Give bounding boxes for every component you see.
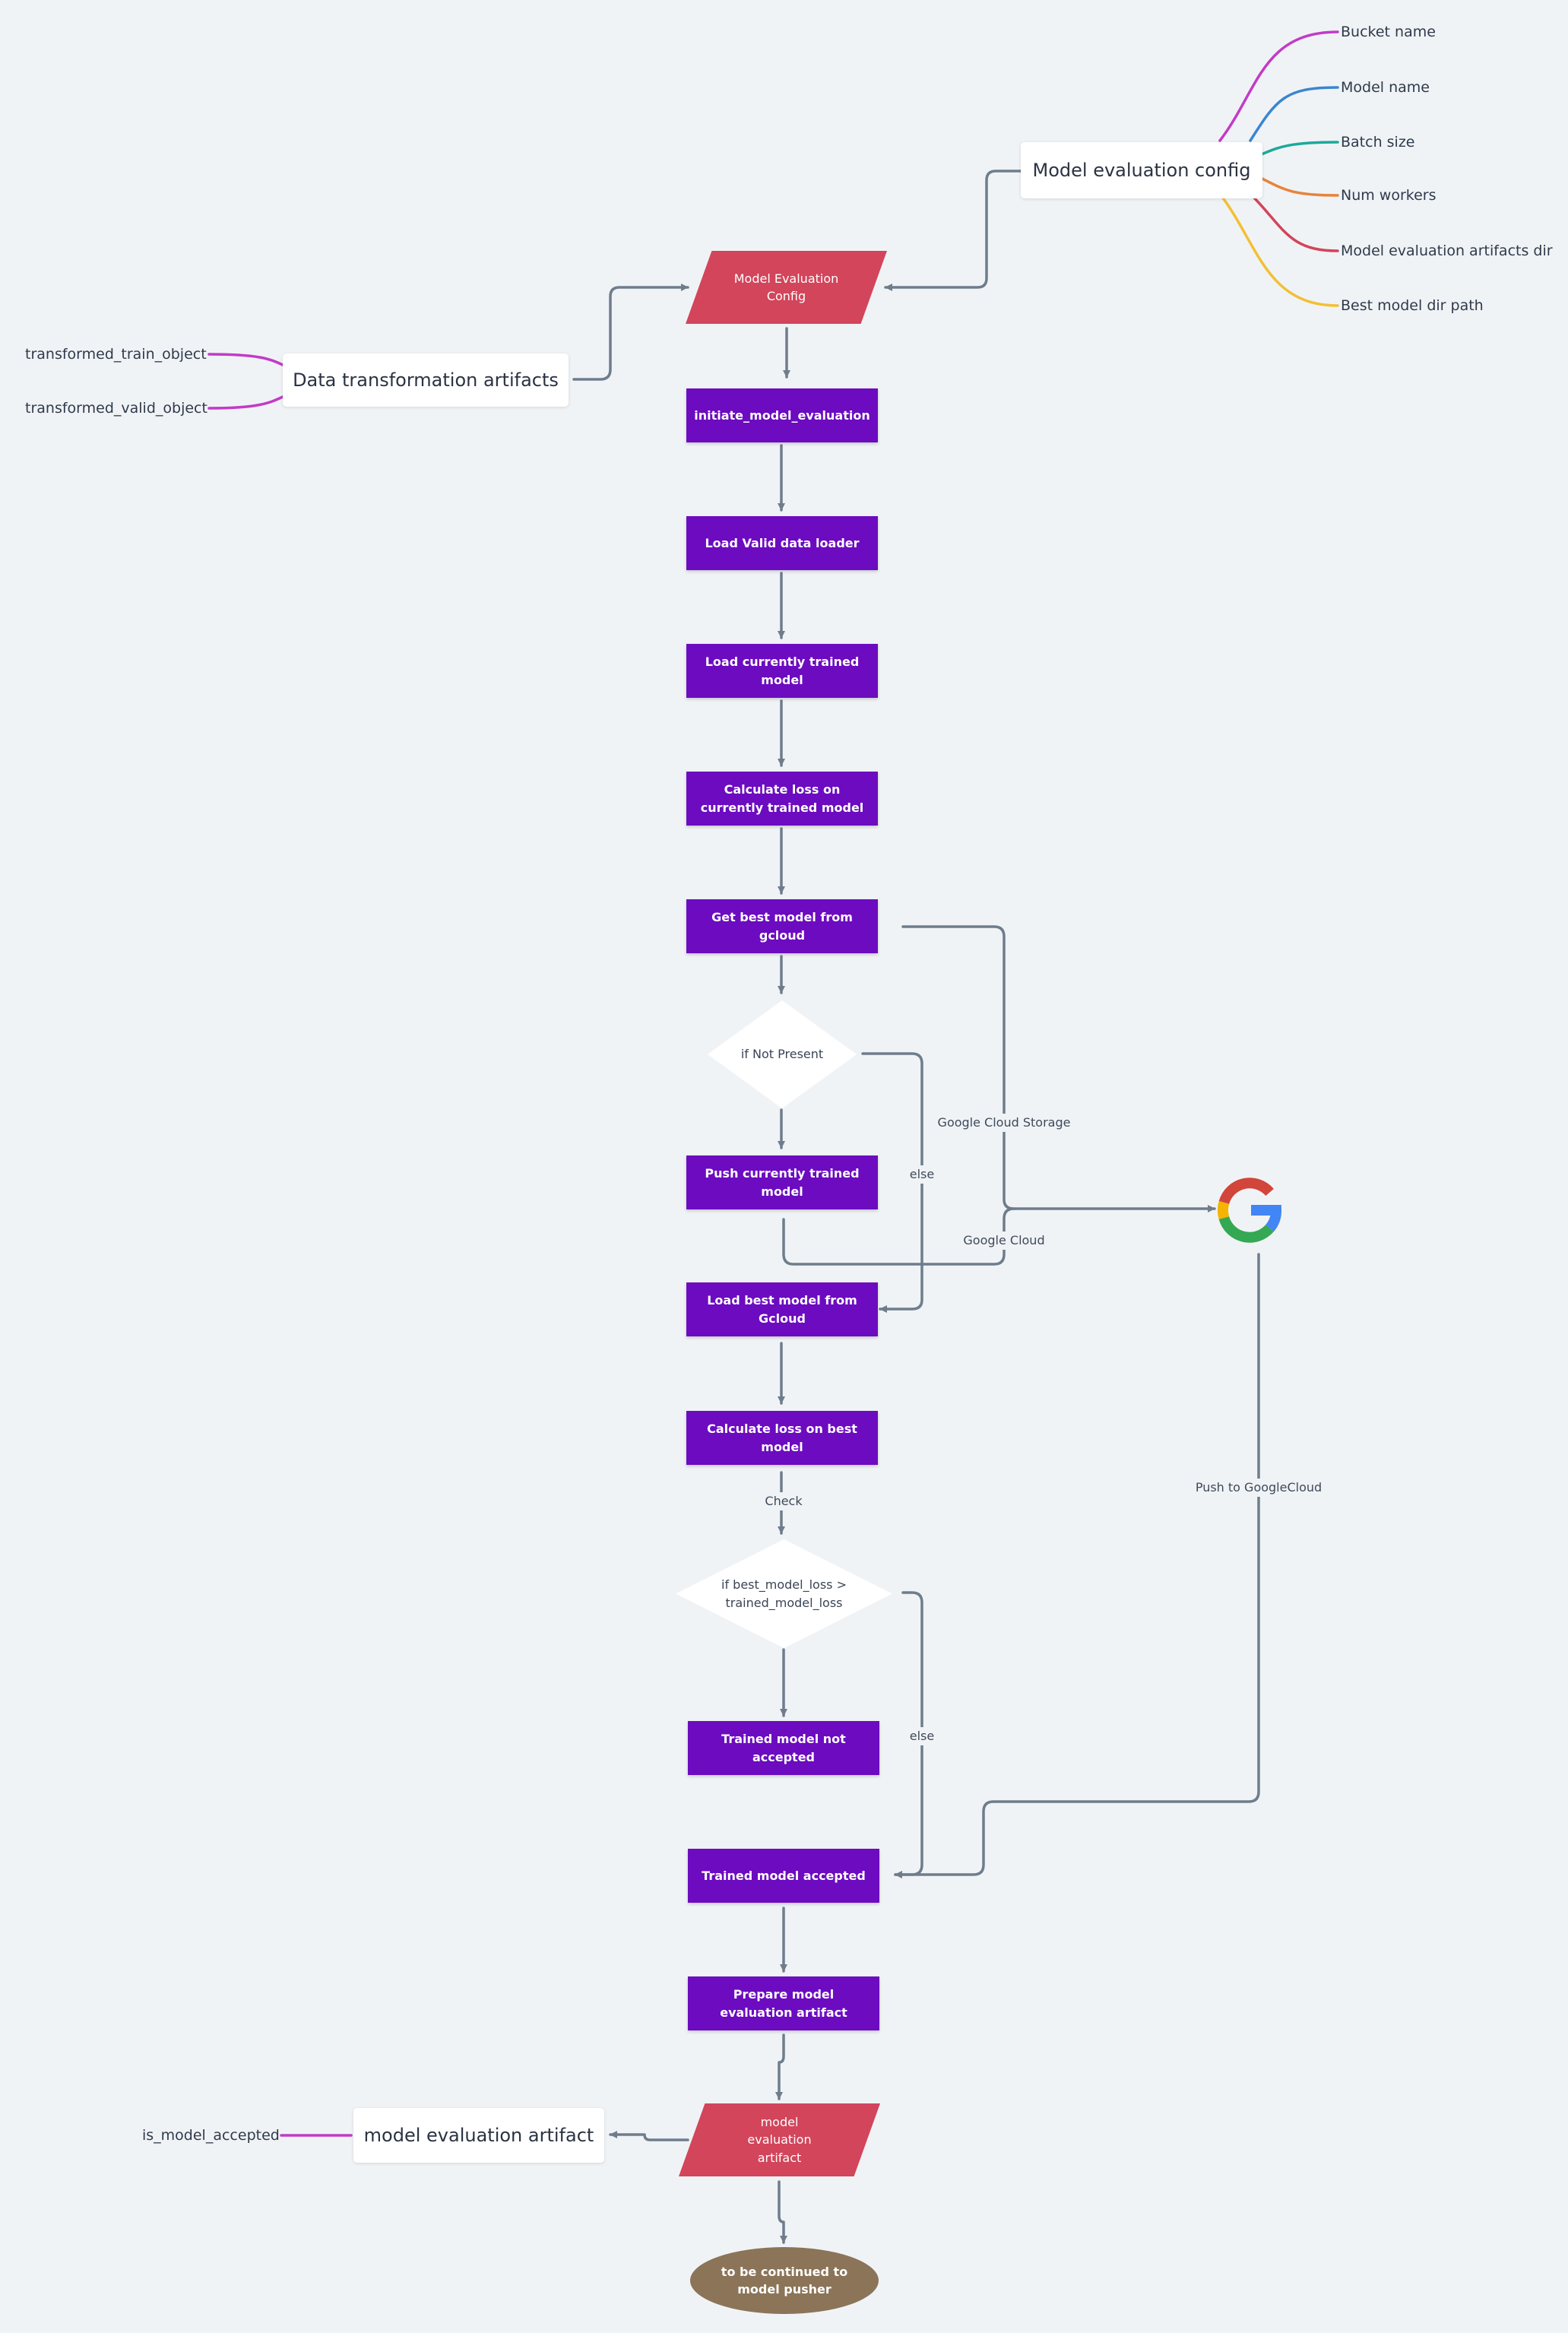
calculate-loss-best-node: Calculate loss on best model <box>686 1411 878 1465</box>
model-evaluation-artifact-node: model evaluation artifact <box>679 2103 880 2176</box>
edge-label-check: Check <box>762 1492 806 1510</box>
edge-transform-card-to-config <box>572 284 689 381</box>
config-item-num-workers: Num workers <box>1341 187 1437 204</box>
branch-valid-object <box>207 395 284 410</box>
branch-model-name <box>1249 86 1339 142</box>
branch-best-model-dir <box>1218 192 1339 307</box>
config-item-model-name: Model name <box>1341 79 1430 96</box>
connectors <box>572 170 1260 2244</box>
decision-label: if Not Present <box>740 1047 824 1061</box>
config-item-batch-size: Batch size <box>1341 134 1415 151</box>
io-shape <box>686 251 887 324</box>
data-transformation-artifacts-card: Data transformation artifacts <box>283 353 569 407</box>
branch-batch-size <box>1256 141 1339 157</box>
edge-artifact-to-card <box>609 2131 689 2141</box>
node-label: model evaluation artifact <box>747 2115 812 2165</box>
branch-num-workers <box>1256 175 1339 197</box>
edge-google-to-accepted <box>894 1253 1260 1878</box>
config-item-best-model-dir: Best model dir path <box>1341 297 1484 314</box>
edge-label-else-accepted: else <box>906 1727 938 1745</box>
edge-label-push-to-googlecloud: Push to GoogleCloud <box>1192 1479 1326 1497</box>
model-evaluation-artifact-card: model evaluation artifact <box>353 2108 604 2163</box>
prepare-artifact-node: Prepare model evaluation artifact <box>688 1976 879 2030</box>
transform-item-valid-object: transformed_valid_object <box>25 400 207 417</box>
edge-label-google-cloud: Google Cloud <box>960 1231 1048 1250</box>
decision-label: if best_model_loss > trained_model_loss <box>721 1577 847 1610</box>
load-currently-trained-model-node: Load currently trained model <box>686 644 878 698</box>
edge-push-to-google-cloud <box>782 1207 1015 1266</box>
io-shape <box>679 2103 880 2176</box>
edge-prepare-to-artifact <box>775 2033 785 2100</box>
model-evaluation-config-node: Model Evaluation Config <box>686 251 887 324</box>
branch-artifacts-dir <box>1249 192 1339 252</box>
load-best-model-node: Load best model from Gcloud <box>686 1282 878 1336</box>
transformation-branches <box>207 353 284 410</box>
config-branches <box>1218 30 1339 307</box>
trained-model-accepted-node: Trained model accepted <box>688 1849 879 1903</box>
calculate-loss-trained-node: Calculate loss on currently trained mode… <box>686 772 878 826</box>
edge-artifact-to-continued <box>778 2180 787 2244</box>
edge-get-best-to-google <box>901 925 1216 1212</box>
push-currently-trained-model-node: Push currently trained model <box>686 1155 878 1209</box>
edge-label-google-cloud-storage: Google Cloud Storage <box>934 1114 1074 1132</box>
config-item-artifacts-dir: Model evaluation artifacts dir <box>1341 242 1553 259</box>
edge-label-else-not-present: else <box>906 1165 938 1184</box>
node-label: Model Evaluation Config <box>733 271 839 303</box>
branch-bucket-name <box>1218 30 1339 142</box>
continued-to-model-pusher-terminator: to be continued to model pusher <box>690 2247 879 2314</box>
if-best-loss-greater-decision: if best_model_loss > trained_model_loss <box>676 1539 892 1648</box>
model-evaluation-config-card: Model evaluation config <box>1021 142 1262 198</box>
edge-config-card-to-config <box>884 170 1022 291</box>
initiate-model-evaluation-node: initiate_model_evaluation <box>686 388 878 442</box>
if-not-present-decision: if Not Present <box>708 1000 857 1108</box>
transform-item-train-object: transformed_train_object <box>25 346 207 363</box>
google-logo-icon <box>1217 1178 1281 1243</box>
branch-train-object <box>207 353 284 366</box>
artifact-item-is-model-accepted: is_model_accepted <box>142 2127 280 2144</box>
load-valid-data-loader-node: Load Valid data loader <box>686 516 878 570</box>
config-item-bucket-name: Bucket name <box>1341 24 1436 40</box>
trained-model-not-accepted-node: Trained model not accepted <box>688 1721 879 1775</box>
get-best-model-node: Get best model from gcloud <box>686 899 878 953</box>
